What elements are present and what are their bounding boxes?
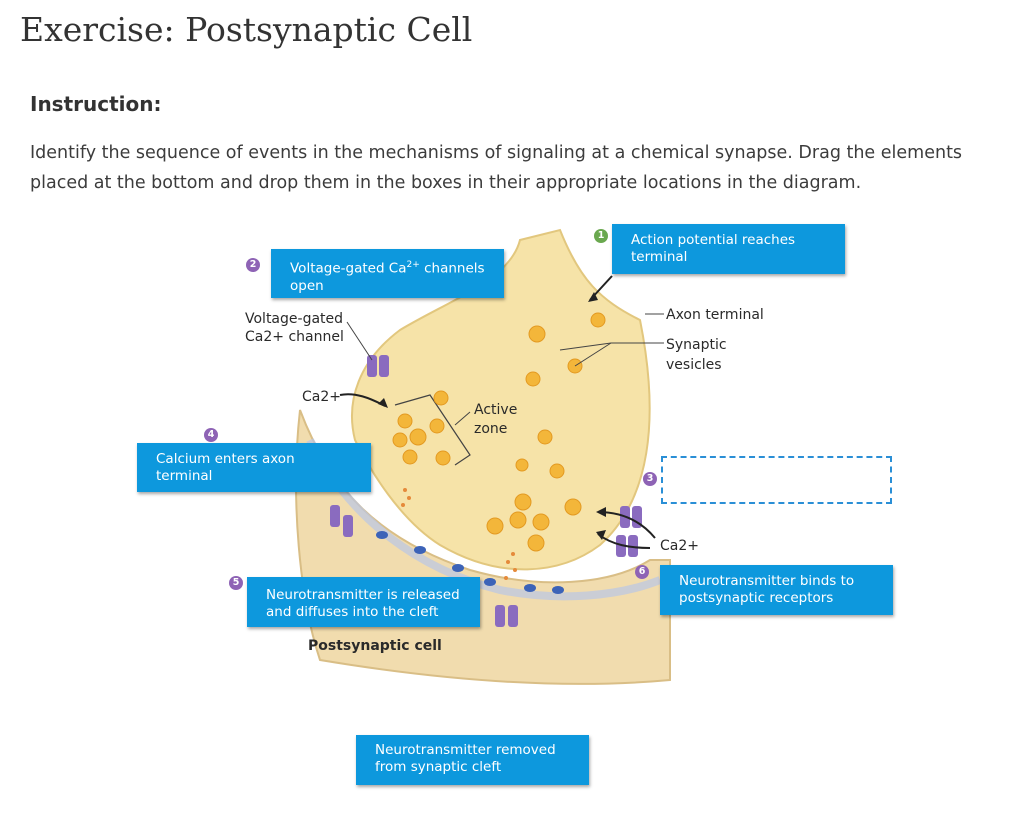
step-2-label-superscript: 2+	[406, 260, 420, 270]
axon-terminal-label: Axon terminal	[666, 307, 764, 323]
step-4-label-line1: Calcium enters axon	[156, 451, 295, 467]
leader-lines	[346, 313, 664, 367]
step-5-badge: 5	[229, 576, 243, 590]
axon-terminal-shape	[351, 228, 651, 571]
step-4-badge: 4	[204, 428, 218, 442]
draggable-neurotransmitter-removed[interactable]: Neurotransmitter removed from synaptic c…	[356, 735, 589, 785]
vg-channel-label-line1: Voltage-gated	[245, 311, 344, 327]
step-4-label-box[interactable]: Calcium enters axon terminal	[137, 443, 371, 492]
synaptic-vesicles-label-line1: Synaptic	[666, 337, 727, 353]
step-2-label-box[interactable]: Voltage-gated Ca2+ channels open	[271, 249, 504, 298]
ion-channels	[330, 355, 642, 627]
step-6-label-box[interactable]: Neurotransmitter binds to postsynaptic r…	[660, 565, 893, 615]
ca-right-label: Ca2+	[660, 538, 699, 554]
page-title: Exercise: Postsynaptic Cell	[20, 10, 473, 49]
synaptic-vesicles-label-line2: vesicles	[666, 357, 722, 373]
postsynaptic-cell-label: Postsynaptic cell	[308, 638, 442, 654]
step-1-label-line1: Action potential reaches	[631, 232, 796, 248]
step-2-label-line1: Voltage-gated Ca	[290, 260, 407, 277]
step-2-badge: 2	[246, 258, 260, 272]
neurotransmitter-dots	[401, 488, 517, 580]
vg-channel-label-line2: Ca2+ channel	[245, 329, 344, 345]
step-6-badge: 6	[635, 565, 649, 579]
step-5-label-line1: Neurotransmitter is released	[266, 587, 460, 603]
draggable-label-line2: from synaptic cleft	[375, 759, 502, 775]
synaptic-vesicles	[392, 312, 606, 552]
draggable-label-line1: Neurotransmitter removed	[375, 742, 556, 758]
step-6-label-line1: Neurotransmitter binds to	[679, 573, 855, 589]
instruction-text: Identify the sequence of events in the m…	[30, 143, 963, 193]
step-4-label-line2: terminal	[156, 468, 213, 484]
step-1-badge: 1	[594, 229, 608, 243]
active-zone-bracket	[394, 394, 471, 466]
step-1-label-line2: terminal	[631, 249, 688, 265]
step-6-label-line2: postsynaptic receptors	[679, 590, 834, 606]
postsynaptic-membrane	[306, 438, 662, 601]
step-5-label-box[interactable]: Neurotransmitter is released and diffuse…	[247, 577, 480, 627]
active-zone-label-line1: Active	[474, 402, 518, 418]
receptors	[376, 531, 564, 594]
ca-left-label: Ca2+	[302, 389, 341, 405]
step-3-drop-zone[interactable]	[661, 456, 892, 504]
step-2-label-line1-end: channels	[419, 260, 485, 277]
instruction-heading: Instruction:	[30, 92, 162, 116]
active-zone-label-line2: zone	[474, 421, 508, 437]
arrowheads	[378, 292, 606, 540]
step-5-label-line2: and diffuses into the cleft	[266, 604, 439, 620]
step-3-badge: 3	[643, 472, 657, 486]
step-2-label-line2: open	[290, 277, 324, 294]
step-1-label-box[interactable]: Action potential reaches terminal	[612, 224, 845, 274]
